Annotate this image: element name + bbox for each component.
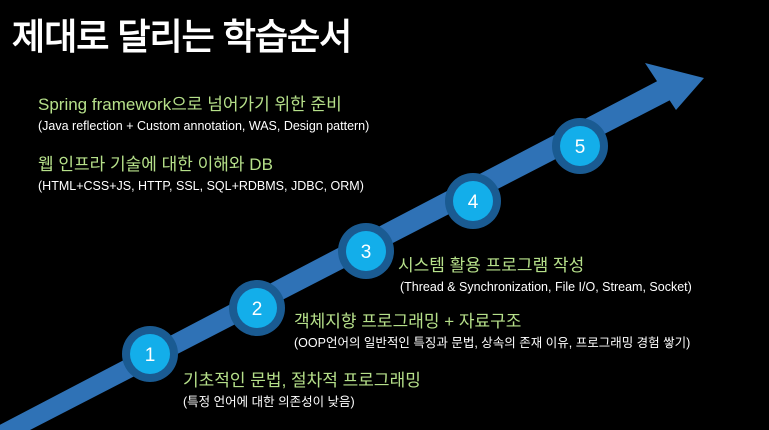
step-circle-2: 2 [229,280,285,336]
step-3-subtitle: (Thread & Synchronization, File I/O, Str… [400,280,692,294]
step-number-3: 3 [361,242,372,263]
step-circle-3: 3 [338,223,394,279]
step-1-subtitle: (특정 언어에 대한 의존성이 낮음) [183,395,355,409]
step-5-title: Spring framework으로 넘어가기 위한 준비 [38,95,342,114]
step-circle-1: 1 [122,326,178,382]
step-number-4: 4 [468,192,479,213]
step-1-title: 기초적인 문법, 절차적 프로그래밍 [183,371,421,390]
step-number-1: 1 [145,345,156,366]
step-number-5: 5 [575,137,586,158]
step-4-title: 웹 인프라 기술에 대한 이해와 DB [38,155,273,174]
step-5-subtitle: (Java reflection + Custom annotation, WA… [38,119,370,133]
step-4-subtitle: (HTML+CSS+JS, HTTP, SSL, SQL+RDBMS, JDBC… [38,179,364,193]
step-3-title: 시스템 활용 프로그램 작성 [398,256,585,275]
step-number-2: 2 [252,299,263,320]
arrow-head [645,63,704,110]
step-circle-5: 5 [552,118,608,174]
slide-title: 제대로 달리는 학습순서 [12,16,352,57]
step-2-subtitle: (OOP언어의 일반적인 특징과 문법, 상속의 존재 이유, 프로그래밍 경험… [294,336,691,350]
step-circle-4: 4 [445,173,501,229]
step-2-title: 객체지향 프로그래밍 + 자료구조 [294,312,522,331]
